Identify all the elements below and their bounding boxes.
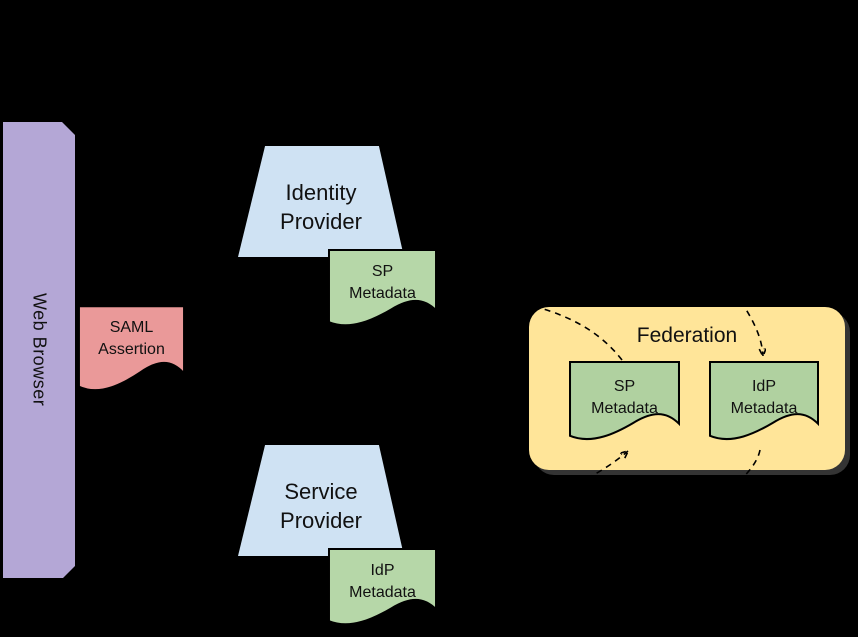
- document-shape-icon: [569, 361, 680, 441]
- sp-idp-metadata-line2: Metadata: [349, 584, 416, 601]
- service-provider-shape: Service Provider: [238, 445, 404, 556]
- idp-sp-metadata-line2: Metadata: [349, 285, 416, 302]
- federation-sp-metadata-line2: Metadata: [591, 400, 658, 417]
- service-provider-label: Service Provider: [238, 445, 404, 535]
- service-provider-line1: Service: [284, 479, 358, 504]
- document-shape-icon: [328, 548, 437, 626]
- sp-idp-metadata-label: IdP Metadata: [328, 560, 437, 604]
- idp-sp-metadata-document: SP Metadata: [328, 249, 437, 334]
- idp-sp-metadata-line1: SP: [371, 263, 394, 280]
- federation-sp-metadata-label: SP Metadata: [569, 376, 680, 420]
- federation-idp-metadata-label: IdP Metadata: [709, 376, 819, 420]
- federation-title: Federation: [636, 324, 738, 347]
- federation-idp-metadata-document: IdP Metadata: [709, 361, 819, 448]
- identity-provider-shape: Identity Provider: [238, 146, 404, 257]
- saml-assertion-document: SAML Assertion: [78, 305, 185, 400]
- document-shape-icon: [709, 361, 819, 441]
- sp-idp-metadata-document: IdP Metadata: [328, 548, 437, 633]
- web-browser-shape: Web Browser: [3, 122, 75, 578]
- federation-idp-metadata-line1: IdP: [751, 378, 776, 395]
- federation-sp-metadata-line1: SP: [613, 378, 636, 395]
- saml-assertion-label: SAML Assertion: [78, 317, 185, 361]
- identity-provider-line1: Identity: [285, 180, 357, 205]
- web-browser-label: Web Browser: [29, 293, 50, 407]
- arrow-fed-idp-metadata-to-sp-copy: [448, 449, 761, 588]
- federation-sp-metadata-document: SP Metadata: [569, 361, 680, 448]
- idp-sp-metadata-label: SP Metadata: [328, 261, 437, 305]
- federation-idp-metadata-line2: Metadata: [730, 400, 798, 417]
- saml-assertion-line2: Assertion: [98, 341, 165, 358]
- identity-provider-line2: Provider: [280, 209, 362, 234]
- service-provider-line2: Provider: [280, 508, 362, 533]
- document-shape-icon: [78, 305, 185, 392]
- sp-idp-metadata-line1: IdP: [370, 562, 395, 579]
- saml-assertion-line1: SAML: [109, 319, 154, 336]
- identity-provider-label: Identity Provider: [238, 146, 404, 236]
